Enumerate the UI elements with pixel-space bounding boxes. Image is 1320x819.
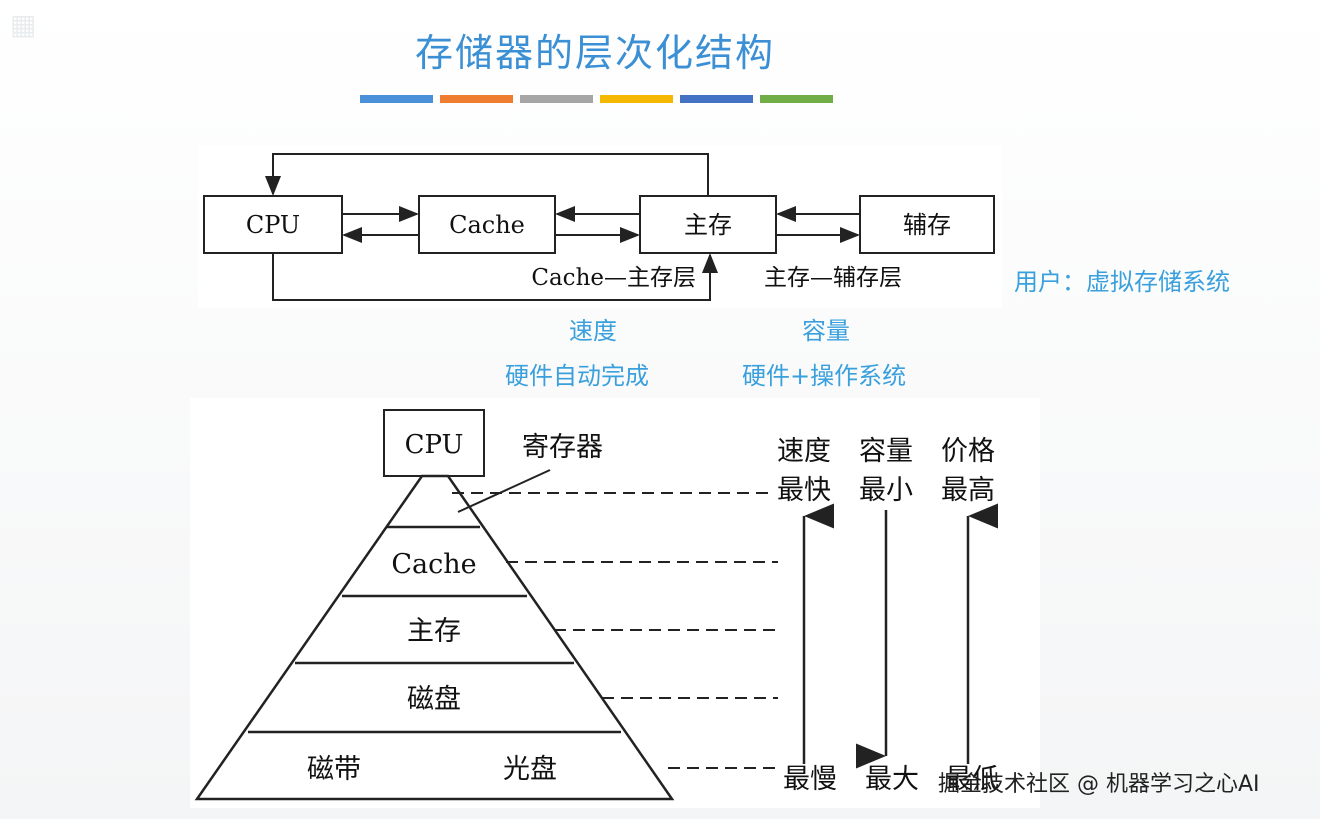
arrow-cpu-to-main-bottom-loop [272,253,718,301]
note-speed: 速度 [569,317,617,345]
column-top-capacity: 最小 [859,475,913,506]
layer-label-cache-main: Cache—主存层 [531,265,696,291]
stripe-1 [360,95,433,103]
main-memory-box-label: 主存 [684,211,732,239]
top-diagram-svg: CPU Cache 主存 辅存 Cache—主存层 主存—辅存层 [203,153,995,301]
pyramid-level-main: 主存 [407,616,461,647]
aux-memory-box-label: 辅存 [903,211,951,239]
title-underline-stripes [360,95,833,103]
stripe-6 [760,95,833,103]
register-label: 寄存器 [522,432,603,463]
pyramid-level-optical: 光盘 [503,754,557,785]
pyramid-cpu-box [383,409,485,477]
cache-box [418,195,556,254]
pyramid-level-cache: Cache [391,549,476,580]
cpu-box-label: CPU [246,211,300,239]
stripe-4 [600,95,673,103]
cache-box-label: Cache [449,211,525,239]
column-header-price: 价格 [941,436,995,467]
main-memory-box [639,195,777,254]
pyramid-cpu-label: CPU [405,430,464,460]
column-bottom-capacity: 最大 [865,764,919,795]
corner-logo-mark: ▦ [10,8,37,41]
slide-title: 存储器的层次化结构 [414,31,775,75]
arrow-main-to-cpu-top-loop [265,153,709,196]
stripe-3 [520,95,593,103]
note-capacity: 容量 [802,317,850,345]
column-top-price: 最高 [941,475,995,506]
column-header-capacity: 容量 [859,436,913,467]
note-hardware-os: 硬件+操作系统 [742,362,907,390]
column-bottom-price: 最低 [945,764,999,795]
register-leader-line [457,469,551,513]
aux-memory-box [859,195,995,254]
pyramid-level-disk: 磁盘 [407,684,461,715]
note-hardware-auto: 硬件自动完成 [505,362,649,390]
layer-label-main-aux: 主存—辅存层 [764,265,902,291]
pyramid-level-tape: 磁带 [307,754,361,785]
stripe-2 [440,95,513,103]
column-bottom-speed: 最慢 [783,764,837,795]
pyramid-panel: CPU Cache 主存 磁盘 磁带 光盘 寄存器 速度 最快 最慢 容量 最小… [190,398,1040,808]
pyramid-outline [194,474,675,801]
top-diagram-panel: CPU Cache 主存 辅存 Cache—主存层 主存—辅存层 [198,146,1002,308]
watermark-credit: 掘金技术社区 @ 机器学习之心AI [938,772,1260,797]
column-header-speed: 速度 [777,436,831,467]
note-user-virtual-storage: 用户：虚拟存储系统 [1014,268,1230,296]
cpu-box [203,195,343,254]
stripe-5 [680,95,753,103]
column-top-speed: 最快 [777,475,831,506]
pyramid-svg: CPU Cache 主存 磁盘 磁带 光盘 寄存器 速度 最快 最慢 容量 最小… [194,409,999,801]
